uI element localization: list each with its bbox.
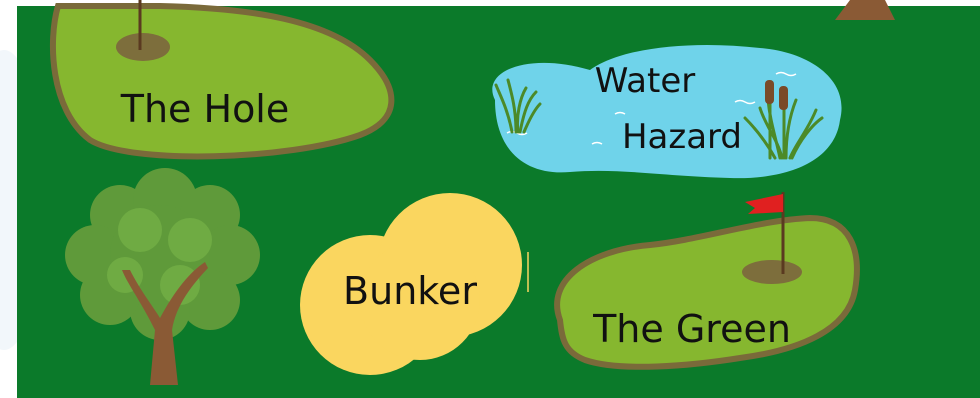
green-fairway: The Green [554, 192, 860, 370]
green-label: The Green [592, 307, 791, 351]
bunker-label: Bunker [343, 269, 477, 313]
bunker: Bunker [300, 193, 529, 375]
flag-icon [745, 194, 783, 214]
reeds-icon [494, 78, 542, 134]
cattails-icon [743, 80, 824, 160]
water-label-line1: Water [595, 61, 696, 101]
cup-icon [116, 33, 170, 61]
tree-icon [65, 168, 260, 385]
cup-icon [742, 260, 802, 284]
hole-fairway: The Hole [49, 0, 395, 160]
hole-label: The Hole [120, 87, 290, 131]
tree-trunk-icon [835, 0, 895, 20]
water-hazard: Water Hazard [492, 44, 842, 179]
water-label-line2: Hazard [622, 117, 742, 157]
